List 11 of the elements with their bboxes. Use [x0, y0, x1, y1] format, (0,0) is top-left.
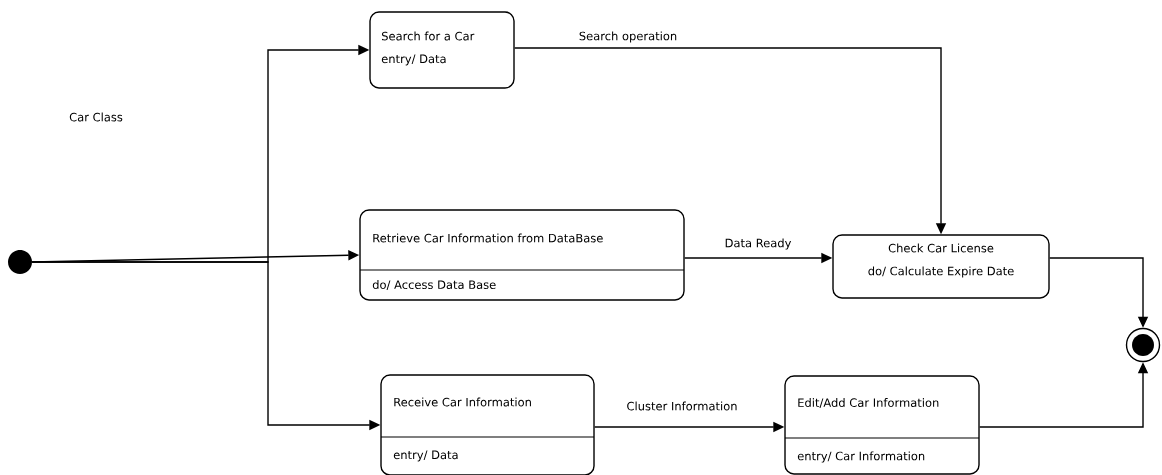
final-state	[1125, 327, 1161, 363]
state-box: Check Car License do/ Calculate Expire Date	[832, 234, 1050, 299]
class-label: Car Class	[69, 112, 123, 122]
state-box: Edit/Add Car Information entry/ Car Information	[784, 375, 980, 475]
edge-label: Data Ready	[723, 237, 793, 251]
state-box: Search for a Car entry/ Data	[369, 11, 515, 89]
state-box: Receive Car Information entry/ Data	[380, 374, 595, 475]
edge-label: Cluster Information	[625, 400, 739, 412]
state-box: Retrieve Car Information from DataBase do/ Access Data Base	[359, 209, 685, 301]
edge-label: Search operation	[577, 30, 679, 44]
initial-state	[8, 250, 32, 274]
